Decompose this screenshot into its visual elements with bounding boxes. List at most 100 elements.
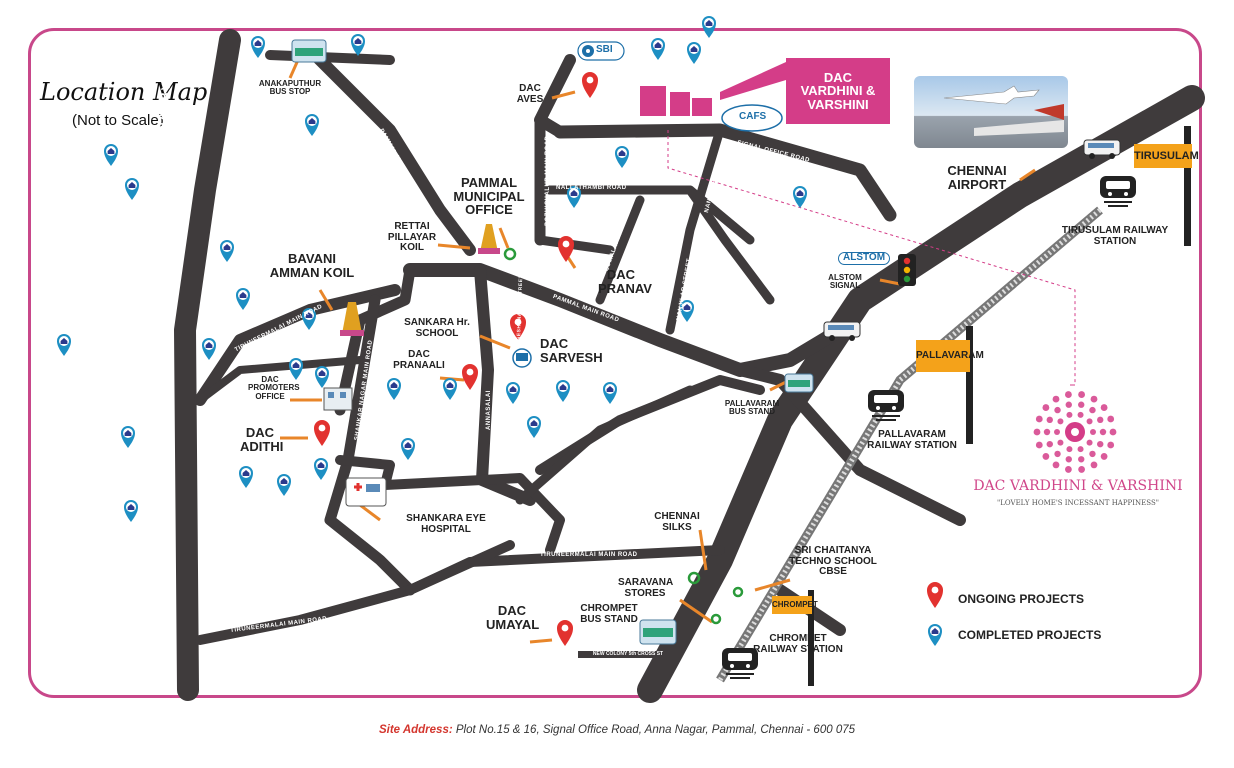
label-cafs: CAFS — [739, 111, 767, 122]
label-rettai-pillayar: RETTAI PILLAYAR KOIL — [387, 221, 437, 253]
flower-petal — [1107, 441, 1115, 449]
label-dac-aves: DAC AVES — [516, 83, 544, 105]
hospital-icon — [345, 477, 387, 507]
label-alstom-signal: ALSTOM SIGNAL — [828, 273, 862, 291]
flower-petal — [1065, 391, 1072, 398]
flower-petal — [1046, 416, 1053, 424]
cafs-logo-icon — [721, 104, 783, 132]
landmark-circles — [503, 247, 744, 625]
label-saravana: SARAVANA STORES — [618, 577, 674, 599]
flower-petal — [1077, 411, 1084, 418]
sbi-logo-icon — [577, 41, 625, 61]
flower-petal — [1078, 391, 1085, 398]
road-label-pozhichalur-main-road: POZHICHALUR MAIN ROAD — [545, 135, 551, 227]
label-sankara-school: SANKARA Hr. SCHOOL — [404, 317, 470, 339]
flower-petal — [1043, 428, 1051, 436]
label-anakaputhur: ANAKAPUTHUR BUS STOP — [258, 79, 322, 97]
label-chrompet-station: CHROMPET RAILWAY STATION — [753, 633, 843, 655]
flower-petal — [1033, 428, 1041, 436]
flower-petal — [1054, 450, 1061, 458]
orange-arrows — [280, 59, 1036, 644]
flower-petal — [1100, 453, 1108, 460]
flower-petal — [1065, 456, 1072, 463]
brand-name: DAC VARDHINI & VARSHINI — [973, 478, 1183, 494]
project-callout: DAC VARDHINI & VARSHINI — [786, 58, 890, 124]
map-subtitle: (Not to Scale) — [72, 112, 164, 129]
airplane-icon — [943, 85, 1064, 136]
flower-petal — [1097, 440, 1104, 448]
temple-icon — [340, 302, 364, 336]
station-sign-posts — [808, 126, 1191, 686]
flower-petal — [1046, 440, 1053, 448]
flower-petal — [1078, 456, 1085, 463]
flower-petal — [1089, 450, 1096, 458]
flower-petal — [1052, 395, 1060, 403]
airport-image — [914, 76, 1068, 148]
train-icon — [1099, 175, 1137, 207]
flower-logo-icon — [1065, 422, 1085, 442]
flower-petal — [1086, 439, 1093, 446]
label-pallavaram-bus: PALLAVARAM BUS STAND — [724, 399, 780, 417]
legend-ongoing-label: ONGOING PROJECTS — [958, 592, 1085, 606]
flower-petal — [1099, 428, 1107, 436]
sign-pallavaram: PALLAVARAM — [916, 340, 984, 372]
label-dac-sarvesh: DAC SARVESH — [540, 336, 603, 365]
flower-petal — [1090, 461, 1098, 469]
label-bavani-amman: BAVANI AMMAN KOIL — [269, 251, 355, 280]
road-label-nallathambi-road: NALLATHAMBI ROAD — [556, 185, 627, 191]
flower-petal — [1035, 441, 1043, 449]
legend-completed-label: COMPLETED PROJECTS — [958, 628, 1102, 642]
building-icon — [323, 387, 353, 411]
flower-petal — [1042, 453, 1050, 460]
road-label-to-chengalpattu: TO CHENGALPATTU — [196, 460, 210, 600]
flower-petal — [1066, 411, 1073, 418]
label-dac-promoters: DAC PROMOTERS OFFICE — [248, 375, 300, 401]
label-pammal-municipal: PAMMAL MUNICIPAL OFFICE — [453, 175, 525, 218]
flower-petal — [1077, 446, 1084, 453]
flower-petal — [1078, 401, 1085, 408]
site-address: Site Address: Plot No.15 & 16, Signal Of… — [0, 724, 1234, 736]
map-title: Location Map — [40, 78, 208, 106]
label-chennai-silks: CHENNAI SILKS — [654, 511, 700, 533]
flower-petal — [1078, 466, 1085, 473]
bus-stop-icon — [784, 373, 814, 393]
road-label-annasalai: ANNASALAI — [486, 390, 492, 430]
bus-stop-icon — [639, 619, 677, 645]
bus-stop-icon — [291, 39, 327, 63]
legend-completed-pin-icon — [928, 624, 942, 646]
label-dac-pranav: DAC PRANAV — [598, 267, 652, 296]
label-chennai-airport: CHENNAI AIRPORT — [947, 163, 1007, 192]
flower-petal — [1090, 429, 1096, 435]
label-tirusulam-station: TIRUSULAM RAILWAY STATION — [1061, 225, 1169, 247]
flower-petal — [1086, 418, 1093, 425]
traffic-signal-icon — [898, 254, 916, 286]
flower-petal — [1090, 395, 1098, 403]
road-label-tiruneermalai-main-road-2: TIRUNEERMALAI MAIN ROAD — [540, 552, 638, 558]
flower-petal — [1052, 461, 1060, 469]
flower-petal — [1066, 446, 1073, 453]
address-text: Plot No.15 & 16, Signal Office Road, Ann… — [455, 724, 856, 736]
label-dac-adithi: DAC ADITHI — [240, 425, 284, 454]
railway-track — [716, 206, 1103, 683]
flower-petal — [1089, 406, 1096, 414]
sign-chrompet: CHROMPET — [772, 596, 818, 614]
label-alstom: ALSTOM — [838, 252, 891, 265]
project-building-icon — [640, 62, 786, 116]
label-dac-pranaali: DAC PRANAALI — [393, 349, 445, 371]
label-chrompet-bus: CHROMPET BUS STAND — [580, 603, 638, 625]
flower-petal — [1065, 466, 1072, 473]
school-icon — [512, 348, 532, 368]
label-dac-umayal: DAC UMAYAL — [486, 603, 540, 632]
flower-petal — [1109, 428, 1117, 436]
flower-petal — [1097, 416, 1104, 424]
flower-ring — [1033, 391, 1117, 473]
flower-petal — [1054, 429, 1060, 435]
train-icon — [867, 389, 905, 421]
flower-petal — [1065, 401, 1072, 408]
flower-petal — [1057, 439, 1064, 446]
flower-petal — [1054, 406, 1061, 414]
sign-tirusulam: TIRUSULAM — [1134, 144, 1199, 168]
flower-petal — [1042, 404, 1050, 411]
temple-icon — [478, 224, 500, 254]
